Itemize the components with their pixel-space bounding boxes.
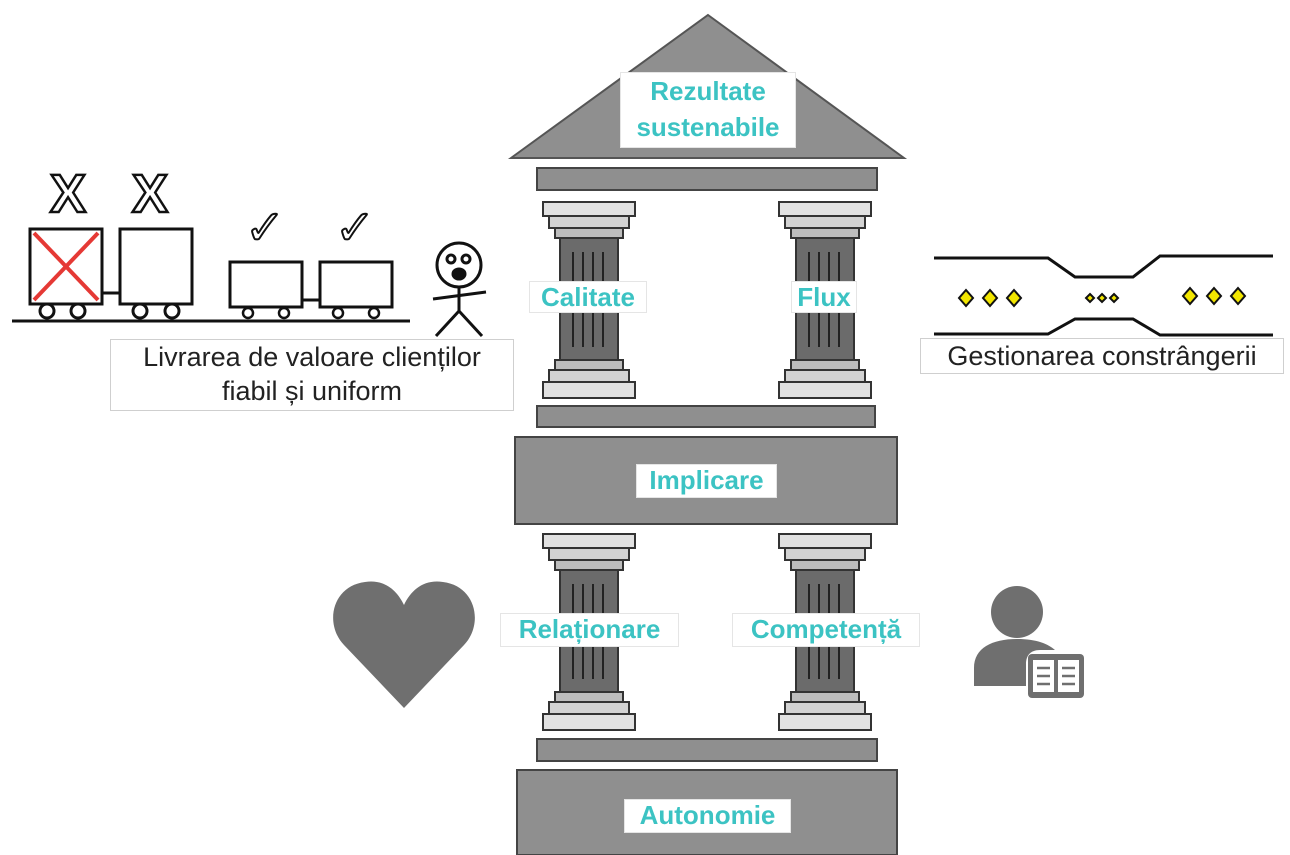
- left-caption-line1: Livrarea de valoare clienților: [143, 342, 481, 372]
- roof-title-line1: Rezultate: [650, 76, 766, 106]
- beam-label-implicare: Implicare: [636, 464, 777, 498]
- left-caption: Livrarea de valoare clienților fiabil și…: [110, 339, 514, 411]
- left-caption-line2: fiabil și uniform: [221, 376, 403, 406]
- rejected-cart: [118, 227, 194, 320]
- pillar-label-flux: Flux: [791, 281, 857, 313]
- accept-check-mark: ✓: [245, 200, 285, 256]
- temple: [507, 13, 908, 855]
- roof-title-label: Rezultate sustenabile: [620, 72, 796, 148]
- bottleneck-top-wall: [934, 254, 1273, 279]
- bottleneck-bottom-wall: [934, 317, 1273, 337]
- right-caption: Gestionarea constrângerii: [920, 338, 1284, 374]
- pillar-label-calitate: Calitate: [529, 281, 647, 313]
- train-illustration: X X ✓ ✓: [12, 163, 487, 338]
- upper-floor-beam: [536, 405, 876, 428]
- accepted-cart: [228, 260, 304, 320]
- pillar-label-relationare: Relaționare: [500, 613, 679, 647]
- heart-icon: [333, 581, 475, 708]
- reject-x-mark: X: [50, 164, 86, 224]
- roof-title-line2: sustenabile: [636, 112, 780, 142]
- reject-x-mark: X: [132, 164, 168, 224]
- accept-check-mark: ✓: [335, 200, 375, 256]
- roof-beam: [536, 167, 878, 191]
- accepted-cart: [318, 260, 394, 320]
- stick-figure-icon: [432, 241, 487, 338]
- lower-floor-beam: [536, 738, 878, 762]
- learner-icon: [974, 586, 1084, 698]
- flow-diamonds: [957, 286, 1247, 308]
- rejected-cart: [28, 227, 104, 320]
- pillar-label-competenta: Competență: [732, 613, 920, 647]
- bottleneck-illustration: [934, 254, 1273, 337]
- base-label-autonomie: Autonomie: [624, 799, 791, 833]
